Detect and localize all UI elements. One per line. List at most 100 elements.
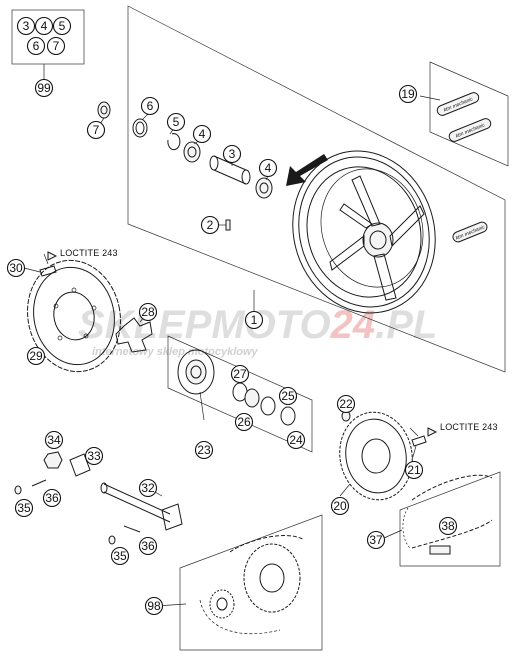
svg-text:35: 35 — [113, 549, 127, 563]
callout-21: 21 — [404, 460, 424, 480]
callout-2: 2 — [200, 215, 220, 235]
callout-29: 29 — [26, 346, 46, 366]
callout-22: 22 — [336, 394, 356, 414]
kit-box-number-6: 6 — [26, 36, 46, 56]
kit-box-number-4: 4 — [34, 16, 54, 36]
svg-text:3: 3 — [229, 147, 236, 161]
callout-23: 23 — [194, 440, 214, 460]
svg-text:3: 3 — [23, 19, 30, 33]
callout-37: 37 — [366, 530, 386, 550]
callout-35b: 35 — [110, 546, 130, 566]
svg-text:35: 35 — [17, 501, 31, 515]
callout-36b: 36 — [138, 536, 158, 556]
loctite-drop-icon — [427, 427, 438, 437]
callout-33: 33 — [84, 446, 104, 466]
rear-sprocket — [339, 410, 427, 501]
callout-7: 7 — [86, 120, 106, 140]
bearing-stack — [97, 101, 273, 231]
rim-decal: ktm mechanic — [452, 221, 488, 243]
kit-box-number-5: 5 — [52, 16, 72, 36]
svg-text:30: 30 — [9, 261, 23, 275]
svg-text:19: 19 — [401, 87, 415, 101]
callout-19: 19 — [398, 84, 418, 104]
svg-text:34: 34 — [47, 433, 61, 447]
svg-text:5: 5 — [173, 115, 180, 129]
svg-text:6: 6 — [33, 39, 40, 53]
svg-text:24: 24 — [289, 433, 303, 447]
callout-layer: 9976543421913029282725262423222120343332… — [6, 78, 458, 616]
callout-6: 6 — [140, 96, 160, 116]
callout-38: 38 — [438, 516, 458, 536]
rotation-arrow-icon — [286, 154, 328, 186]
callout-30: 30 — [6, 258, 26, 278]
svg-text:37: 37 — [369, 533, 383, 547]
callout-4b: 4 — [258, 158, 278, 178]
loctite-label-right: LOCTITE 243 — [440, 422, 498, 432]
watermark-brand: SKLEPMOTO24.PL — [78, 303, 437, 347]
callout-1: 1 — [244, 310, 264, 330]
svg-text:6: 6 — [147, 99, 154, 113]
loctite-drop-icon — [47, 251, 58, 261]
decal-set: ktm mechanic ktm mechanic — [436, 92, 492, 142]
chain-kit — [199, 535, 305, 635]
svg-text:7: 7 — [53, 39, 60, 53]
wheel-assembly-frame — [127, 5, 506, 373]
callout-26: 26 — [234, 412, 254, 432]
hub-frame — [167, 335, 313, 453]
svg-text:26: 26 — [237, 415, 251, 429]
callout-99: 99 — [34, 78, 54, 98]
callout-98: 98 — [144, 596, 164, 616]
callout-36a: 36 — [42, 488, 62, 508]
svg-text:4: 4 — [199, 127, 206, 141]
svg-text:25: 25 — [281, 389, 295, 403]
svg-text:38: 38 — [441, 519, 455, 533]
svg-text:33: 33 — [87, 449, 101, 463]
callout-32: 32 — [138, 478, 158, 498]
loctite-label-left: LOCTITE 243 — [60, 248, 118, 258]
callout-20: 20 — [330, 496, 350, 516]
svg-text:4: 4 — [41, 19, 48, 33]
leader-lines — [23, 64, 441, 607]
cush-drive-rubber — [115, 317, 153, 353]
svg-text:27: 27 — [233, 367, 247, 381]
svg-text:5: 5 — [59, 19, 66, 33]
kit-box-number-3: 3 — [16, 16, 36, 36]
watermark-tagline: internetowy sklep motocyklowy — [92, 346, 259, 358]
axle-assembly — [14, 451, 183, 545]
rear-wheel: ktm mechanic — [286, 150, 488, 314]
callout-5: 5 — [166, 112, 186, 132]
svg-text:32: 32 — [141, 481, 155, 495]
chain-kit-frame — [179, 514, 323, 651]
svg-text:98: 98 — [147, 599, 161, 613]
decal-frame — [429, 61, 509, 167]
svg-text:28: 28 — [141, 305, 155, 319]
svg-text:7: 7 — [93, 123, 100, 137]
svg-text:2: 2 — [207, 218, 214, 232]
callout-4a: 4 — [192, 124, 212, 144]
svg-text:23: 23 — [197, 443, 211, 457]
svg-text:36: 36 — [141, 539, 155, 553]
callout-24: 24 — [286, 430, 306, 450]
svg-text:20: 20 — [333, 499, 347, 513]
callout-35a: 35 — [14, 498, 34, 518]
svg-text:1: 1 — [251, 313, 258, 327]
svg-text:36: 36 — [45, 491, 59, 505]
chain-frame — [399, 471, 501, 567]
brake-disc — [27, 259, 121, 373]
svg-text:4: 4 — [265, 161, 272, 175]
svg-text:22: 22 — [339, 397, 353, 411]
callout-25: 25 — [278, 386, 298, 406]
svg-text:29: 29 — [29, 349, 43, 363]
kit-box-frame — [11, 9, 85, 65]
chain-set — [402, 474, 493, 555]
callout-27: 27 — [230, 364, 250, 384]
callout-34: 34 — [44, 430, 64, 450]
watermark: SKLEPMOTO24.PL internetowy sklep motocyk… — [78, 303, 437, 358]
callout-3: 3 — [222, 144, 242, 164]
callout-28: 28 — [138, 302, 158, 322]
svg-text:99: 99 — [37, 81, 51, 95]
kit-box-number-7: 7 — [46, 36, 66, 56]
